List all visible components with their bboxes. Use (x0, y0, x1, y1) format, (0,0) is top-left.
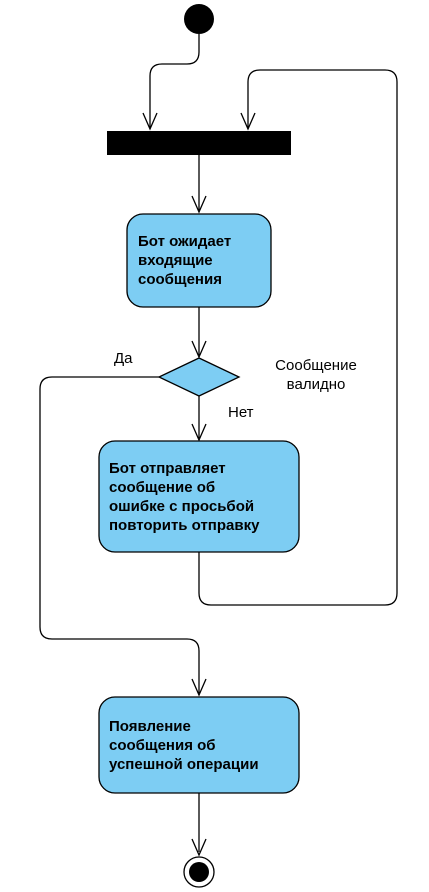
arrowhead-decision-to-error (191, 423, 207, 442)
arrowhead-wait-to-decision (191, 340, 207, 359)
condition-label-line: валидно (286, 376, 346, 393)
start-node (184, 4, 214, 34)
condition-label: Сообщение валидно (256, 356, 376, 394)
label-no: Нет (228, 404, 254, 421)
edge-error-to-fork (198, 69, 398, 606)
edge-decision-to-success (39, 376, 200, 693)
node-error (98, 440, 300, 553)
end-node-core (189, 862, 209, 882)
condition-label-line: Сообщение (275, 357, 357, 374)
arrowhead-fork-to-wait (191, 195, 207, 214)
decision-diamond (157, 357, 241, 397)
arrowhead-start-to-fork (142, 112, 158, 131)
arrowhead-error-to-fork (240, 112, 256, 131)
fork-bar (107, 131, 291, 155)
label-yes: Да (114, 350, 133, 367)
node-wait (126, 213, 272, 308)
edge-start-to-fork (149, 34, 200, 128)
node-success (98, 696, 300, 794)
arrowhead-success-to-end (191, 838, 207, 857)
arrowhead-decision-to-success (191, 678, 207, 697)
